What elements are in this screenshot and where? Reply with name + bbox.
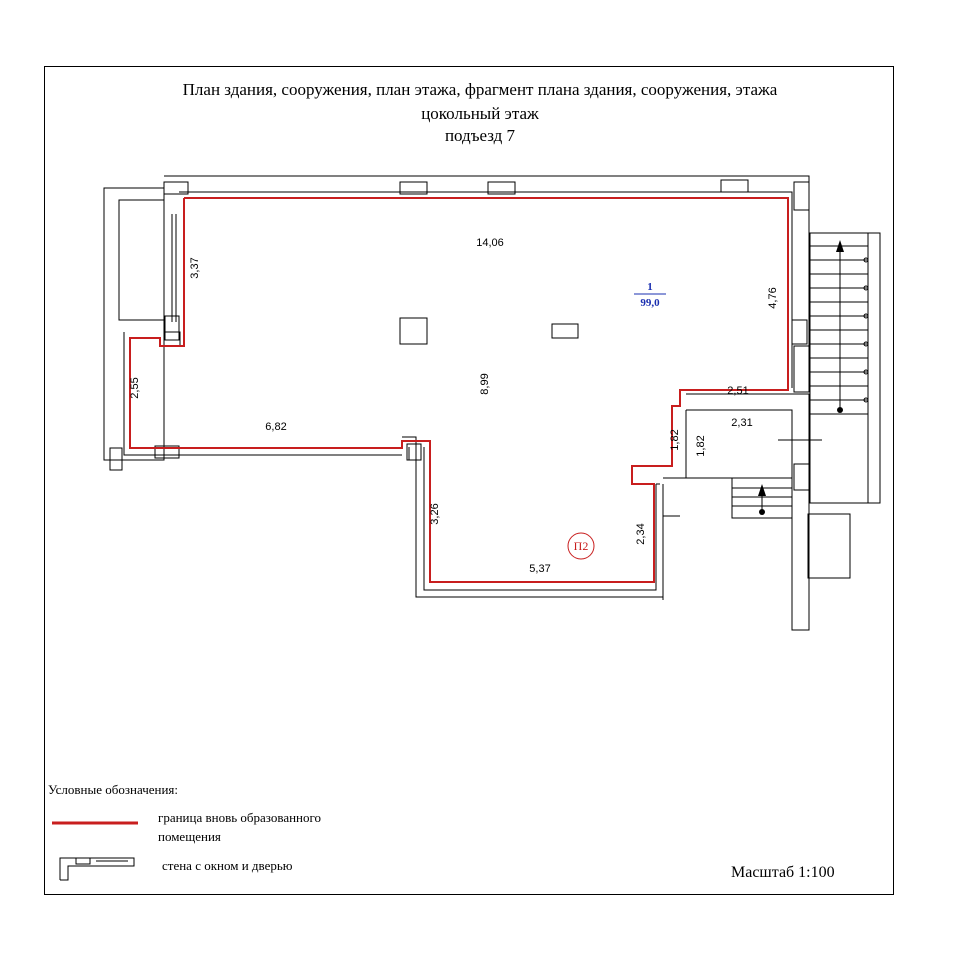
plan-title-line-3: подъезд 7 [444, 126, 516, 145]
dim-vert-step: 1,82 [669, 429, 681, 450]
stair-arrows [758, 240, 844, 515]
dim-left-upper: 3,37 [189, 257, 201, 278]
dim-annex: 2,31 [731, 417, 752, 429]
dim-lower-left: 3,26 [429, 503, 441, 524]
legend-wall-label: стена с окном и дверью [162, 858, 293, 873]
stair-rail-marks [863, 257, 869, 403]
dim-center: 8,99 [479, 373, 491, 394]
premises-tag: П2 [574, 539, 589, 553]
legend-title: Условные обозначения: [48, 782, 179, 797]
dim-top: 14,06 [476, 237, 504, 249]
legend-wall-swatch [59, 857, 135, 881]
legend-boundary-label-2: помещения [158, 829, 221, 844]
dim-left-lower: 2,55 [129, 377, 141, 398]
plan-title-line-1: План здания, сооружения, план этажа, фра… [182, 80, 778, 99]
stair-up-arrow-small-icon [758, 484, 766, 496]
dim-vert-step-b: 1,82 [695, 435, 707, 456]
building-walls [103, 175, 881, 631]
room-area: 99,0 [640, 297, 660, 309]
scale-label: Масштаб 1:100 [731, 864, 835, 881]
stair-start-dot-icon [837, 407, 843, 413]
premises-tag-circle [567, 532, 595, 560]
room-number: 1 [647, 281, 653, 293]
drawing-frame [44, 66, 894, 895]
dim-bottom: 5,37 [529, 563, 550, 575]
premises-boundary [129, 197, 789, 583]
dim-lower-right: 2,34 [635, 523, 647, 544]
plan-title-line-2: цокольный этаж [421, 104, 539, 123]
dim-bottom-left: 6,82 [265, 421, 286, 433]
dim-right-upper: 4,76 [767, 287, 779, 308]
stair-start-dot-small-icon [759, 509, 765, 515]
dim-right-step: 2,51 [727, 385, 748, 397]
legend-boundary-label-1: граница вновь образованного [158, 810, 322, 825]
stair-up-arrow-icon [836, 240, 844, 252]
